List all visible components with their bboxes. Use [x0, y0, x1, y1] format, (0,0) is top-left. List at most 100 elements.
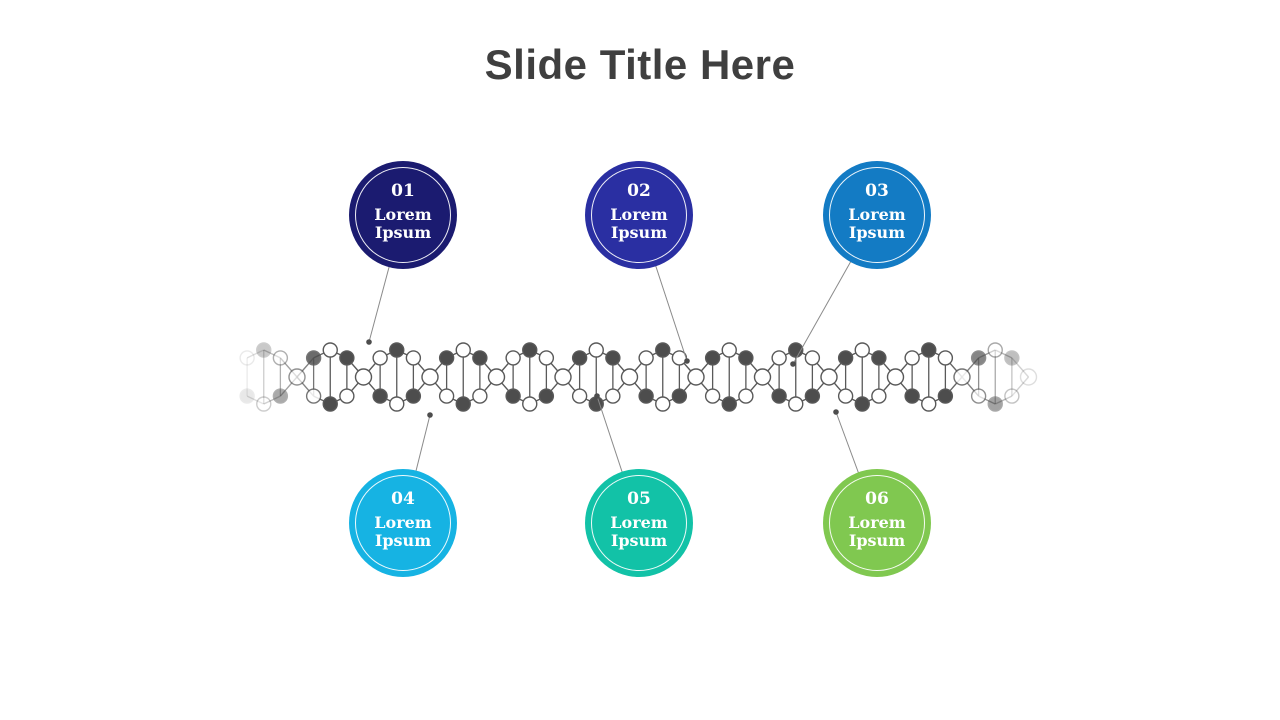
helix-node [305, 388, 322, 404]
helix-node [239, 350, 255, 366]
helix-node [571, 388, 588, 404]
helix-node [405, 388, 422, 404]
helix-node [970, 388, 987, 404]
helix-strand-segment [263, 349, 281, 359]
step-circle-05: 05 Lorem Ipsum [585, 469, 693, 577]
circle-inner-ring [591, 475, 687, 571]
helix-node [272, 388, 289, 404]
helix-node [322, 342, 338, 358]
helix-node [1004, 350, 1020, 366]
helix-crossing-node [421, 368, 439, 386]
helix-node [987, 342, 1003, 358]
helix-node [788, 396, 804, 412]
helix-node [455, 342, 471, 358]
circle-inner-ring [829, 167, 925, 263]
helix-node [239, 388, 255, 404]
helix-node [638, 350, 654, 366]
helix-node [871, 388, 887, 404]
helix-node [505, 350, 521, 366]
helix-crossing-node [487, 368, 506, 386]
connector-dot [594, 393, 600, 399]
helix-node [339, 388, 355, 404]
helix-node [837, 350, 854, 366]
connector-dot [833, 409, 839, 415]
helix-node [472, 350, 488, 366]
helix-node [837, 388, 854, 404]
helix-node [804, 350, 821, 366]
helix-strand-segment [263, 395, 281, 405]
circle-inner-ring [591, 167, 687, 263]
helix-node [605, 350, 621, 366]
helix-crossing-node [753, 368, 772, 386]
step-circle-04: 04 Lorem Ipsum [349, 469, 457, 577]
helix-node [704, 350, 721, 366]
helix-crossing-node [288, 368, 306, 386]
helix-strand-segment [246, 395, 265, 405]
helix-crossing-node [620, 368, 639, 386]
connector-dot [790, 361, 796, 367]
helix-node [638, 388, 654, 404]
helix-crossing-node [554, 368, 572, 386]
circle-inner-ring [355, 167, 451, 263]
helix-node [921, 396, 937, 412]
helix-strand-segment [1011, 357, 1030, 378]
step-circle-03: 03 Lorem Ipsum [823, 161, 931, 269]
helix-crossing-node [354, 368, 373, 386]
helix-node [937, 350, 954, 366]
connector-dot [427, 412, 433, 418]
helix-node [339, 350, 355, 366]
helix-crossing-node [687, 368, 705, 386]
step-circle-01: 01 Lorem Ipsum [349, 161, 457, 269]
connector-dot [684, 358, 690, 364]
helix-node [438, 350, 455, 366]
helix-node [455, 396, 471, 412]
helix-node [372, 350, 388, 366]
helix-node [322, 396, 338, 412]
helix-node [655, 396, 671, 412]
helix-node [256, 396, 272, 412]
helix-node [904, 388, 920, 404]
helix-node [389, 396, 405, 412]
helix-node [704, 388, 721, 404]
circle-inner-ring [355, 475, 451, 571]
helix-crossing-node [820, 368, 838, 386]
helix-crossing-node [886, 368, 905, 386]
helix-node [854, 342, 870, 358]
step-circle-06: 06 Lorem Ipsum [823, 469, 931, 577]
helix-node [571, 350, 588, 366]
helix-crossing-node [953, 368, 971, 386]
helix-node [804, 388, 821, 404]
helix-node [738, 388, 754, 404]
helix-strand-segment [246, 349, 265, 359]
helix-node [904, 350, 920, 366]
helix-node [937, 388, 954, 404]
helix-crossing-node [1019, 368, 1038, 386]
helix-node [1004, 388, 1020, 404]
helix-node [522, 396, 538, 412]
helix-node [854, 396, 870, 412]
helix-node [987, 396, 1003, 412]
helix-node [372, 388, 388, 404]
helix-node [921, 342, 937, 358]
helix-node [738, 350, 754, 366]
helix-node [272, 350, 289, 366]
helix-node [389, 342, 405, 358]
step-circle-02: 02 Lorem Ipsum [585, 161, 693, 269]
connector-dot [366, 339, 372, 345]
helix-node [605, 388, 621, 404]
helix-node [671, 388, 688, 404]
helix-node [771, 350, 787, 366]
helix-node [538, 350, 555, 366]
helix-node [538, 388, 555, 404]
circle-inner-ring [829, 475, 925, 571]
helix-node [970, 350, 987, 366]
helix-strand-segment [1011, 376, 1030, 397]
helix-node [655, 342, 671, 358]
helix-node [588, 342, 604, 358]
helix-node [871, 350, 887, 366]
slide-title: Slide Title Here [484, 41, 796, 88]
helix-node [721, 396, 737, 412]
helix-node [256, 342, 272, 358]
